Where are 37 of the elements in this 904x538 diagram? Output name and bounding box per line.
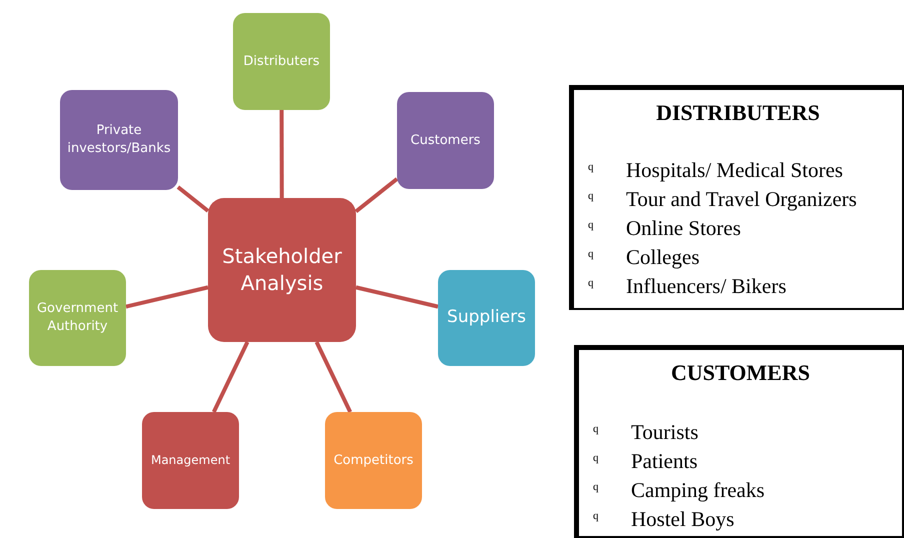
stakeholder-box: Management [142, 412, 239, 509]
connector-line [314, 341, 352, 413]
stakeholder-box: Distributers [233, 13, 330, 110]
bullet-mark: q [593, 482, 598, 493]
stakeholder-box: Government Authority [29, 270, 126, 366]
list-item: Tour and Travel Organizers [626, 189, 857, 210]
connector-line [280, 110, 284, 198]
stakeholder-box: Private investors/Banks [60, 90, 178, 190]
central-box: Stakeholder Analysis [208, 198, 356, 342]
connector-line [176, 186, 210, 213]
panel-heading: DISTRIBUTERS [655, 102, 821, 124]
connector-line [212, 341, 250, 413]
connector-line [126, 285, 208, 309]
connector-line [354, 177, 398, 213]
list-item: Colleges [626, 247, 700, 268]
list-item: Hospitals/ Medical Stores [626, 160, 843, 181]
panel-heading: CUSTOMERS [670, 362, 811, 384]
bullet-mark: q [588, 278, 594, 289]
bullet-mark: q [588, 249, 594, 260]
list-panel [574, 345, 904, 538]
stakeholder-box: Competitors [325, 412, 422, 509]
list-item: Online Stores [626, 218, 741, 239]
list-item: Hostel Boys [631, 509, 734, 530]
bullet-mark: q [593, 511, 598, 522]
stakeholder-box: Suppliers [438, 270, 535, 366]
stakeholder-box: Customers [397, 92, 494, 189]
bullet-mark: q [593, 453, 598, 464]
bullet-mark: q [593, 424, 598, 435]
list-item: Tourists [631, 422, 698, 443]
connector-line [356, 285, 438, 309]
bullet-mark: q [588, 162, 594, 173]
list-item: Patients [631, 451, 698, 472]
bullet-mark: q [588, 220, 594, 231]
bullet-mark: q [588, 191, 594, 202]
list-panel [569, 85, 904, 310]
list-item: Influencers/ Bikers [626, 276, 786, 297]
list-item: Camping freaks [631, 480, 765, 501]
